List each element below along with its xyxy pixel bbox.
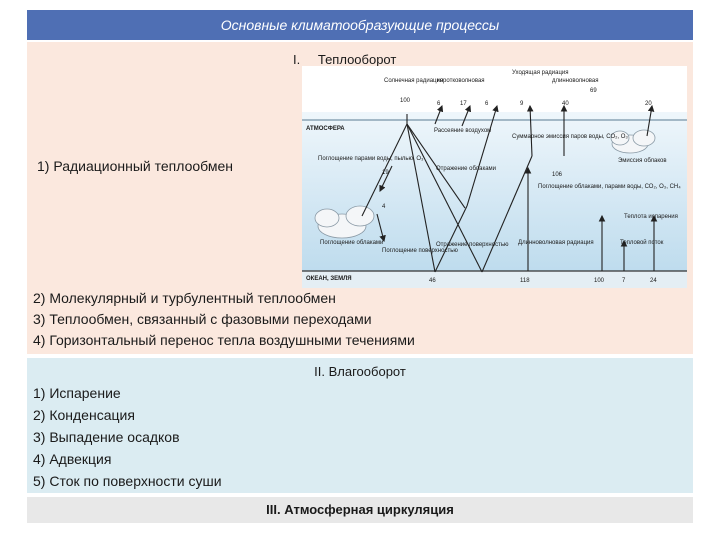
bottom-value: 24 xyxy=(650,278,657,284)
top-value: 20 xyxy=(645,101,652,107)
sun-value: 100 xyxy=(400,98,411,104)
bottom-value: 7 xyxy=(622,278,626,284)
longwave-value: 69 xyxy=(590,88,597,94)
list-item: 4) Адвекция xyxy=(33,451,112,467)
latent-heat-label: Теплота испарения xyxy=(624,214,678,220)
heat-exchange-heading: I. Теплооборот xyxy=(293,52,396,67)
section-title: Теплооборот xyxy=(317,52,397,67)
sun-radiation-label: Солнечная радиация xyxy=(384,78,443,84)
moisture-cycle-heading: II. Влагооборот xyxy=(314,364,406,379)
flow-lines xyxy=(361,104,658,273)
diagram-top-band xyxy=(302,66,687,112)
heat-exchange-list: 2) Молекулярный и турбулентный теплообме… xyxy=(33,288,415,351)
bottom-value: 100 xyxy=(594,278,605,284)
diagram-ground xyxy=(302,271,687,288)
shortwave-label: коротковолновая xyxy=(437,78,485,84)
atmospheric-circulation-section: III. Атмосферная циркуляция xyxy=(27,497,693,523)
bottom-value: 118 xyxy=(520,278,530,284)
absorb-clouds-label: Поглощение облаками xyxy=(320,240,383,246)
moisture-cycle-list: 1) Испарение 2) Конденсация 3) Выпадение… xyxy=(33,382,222,492)
top-value: 17 xyxy=(460,101,467,107)
absorb-value: 106 xyxy=(552,172,563,178)
section-number: I. xyxy=(293,52,301,67)
slide-title: Основные климатообразующие процессы xyxy=(27,10,693,40)
radiation-item: 1) Радиационный теплообмен xyxy=(37,158,234,174)
list-item: 2) Молекулярный и турбулентный теплообме… xyxy=(33,290,336,306)
absorb-vapor-label: Поглощение парами воды, пылью, О₃ xyxy=(318,156,424,162)
list-item: 2) Конденсация xyxy=(33,407,135,423)
list-item: 4) Горизонтальный перенос тепла воздушны… xyxy=(33,332,415,348)
absorb-clouds-gases-label: Поглощение облаками, парами воды, СО₂, О… xyxy=(538,184,681,190)
total-emission-label: Суммарное эмиссия паров воды, СО₂, О₃ xyxy=(512,134,628,140)
atmosphere-label: АТМОСФЕРА xyxy=(306,126,345,132)
cloud-right-icon xyxy=(610,129,656,154)
list-item: 3) Теплообмен, связанный с фазовыми пере… xyxy=(33,311,372,327)
list-item: 1) Испарение xyxy=(33,385,121,401)
longwave-label: длинноволновая xyxy=(552,78,599,84)
top-value: 9 xyxy=(520,101,524,107)
heat-balance-diagram: Солнечная радиация 100 Уходящая радиация… xyxy=(302,66,687,288)
ground-label: ОКЕАН, ЗЕМЛЯ xyxy=(306,276,352,282)
outgoing-label: Уходящая радиация xyxy=(512,70,569,76)
absorb-vapor-value: 19 xyxy=(382,170,389,176)
reflect-surface-label: Отражение поверхностью xyxy=(436,242,509,248)
cloud-left-icon xyxy=(314,205,375,239)
absorb-surface-label: Поглощение поверхностью xyxy=(382,248,458,254)
scatter-label: Рассеяние воздухом xyxy=(434,128,491,134)
list-item: 3) Выпадение осадков xyxy=(33,429,180,445)
longwave-radiation-label: Длинноволновая радиация xyxy=(518,240,594,246)
list-item: 5) Сток по поверхности суши xyxy=(33,473,222,489)
top-value: 40 xyxy=(562,101,569,107)
cloud-absorb-value: 4 xyxy=(382,204,386,210)
cloud-emission-label: Эмиссия облаков xyxy=(618,158,667,164)
heat-flux-label: Тепловой поток xyxy=(620,239,664,246)
cloud-reflect-label: Отражение облаками xyxy=(436,166,496,172)
moisture-cycle-section: II. Влагооборот 1) Испарение 2) Конденса… xyxy=(27,358,693,493)
bottom-value: 46 xyxy=(429,278,436,284)
top-value: 6 xyxy=(485,101,489,107)
top-value: 6 xyxy=(437,101,441,107)
heat-exchange-section: I. Теплооборот 1) Радиационный теплообме… xyxy=(27,42,693,354)
